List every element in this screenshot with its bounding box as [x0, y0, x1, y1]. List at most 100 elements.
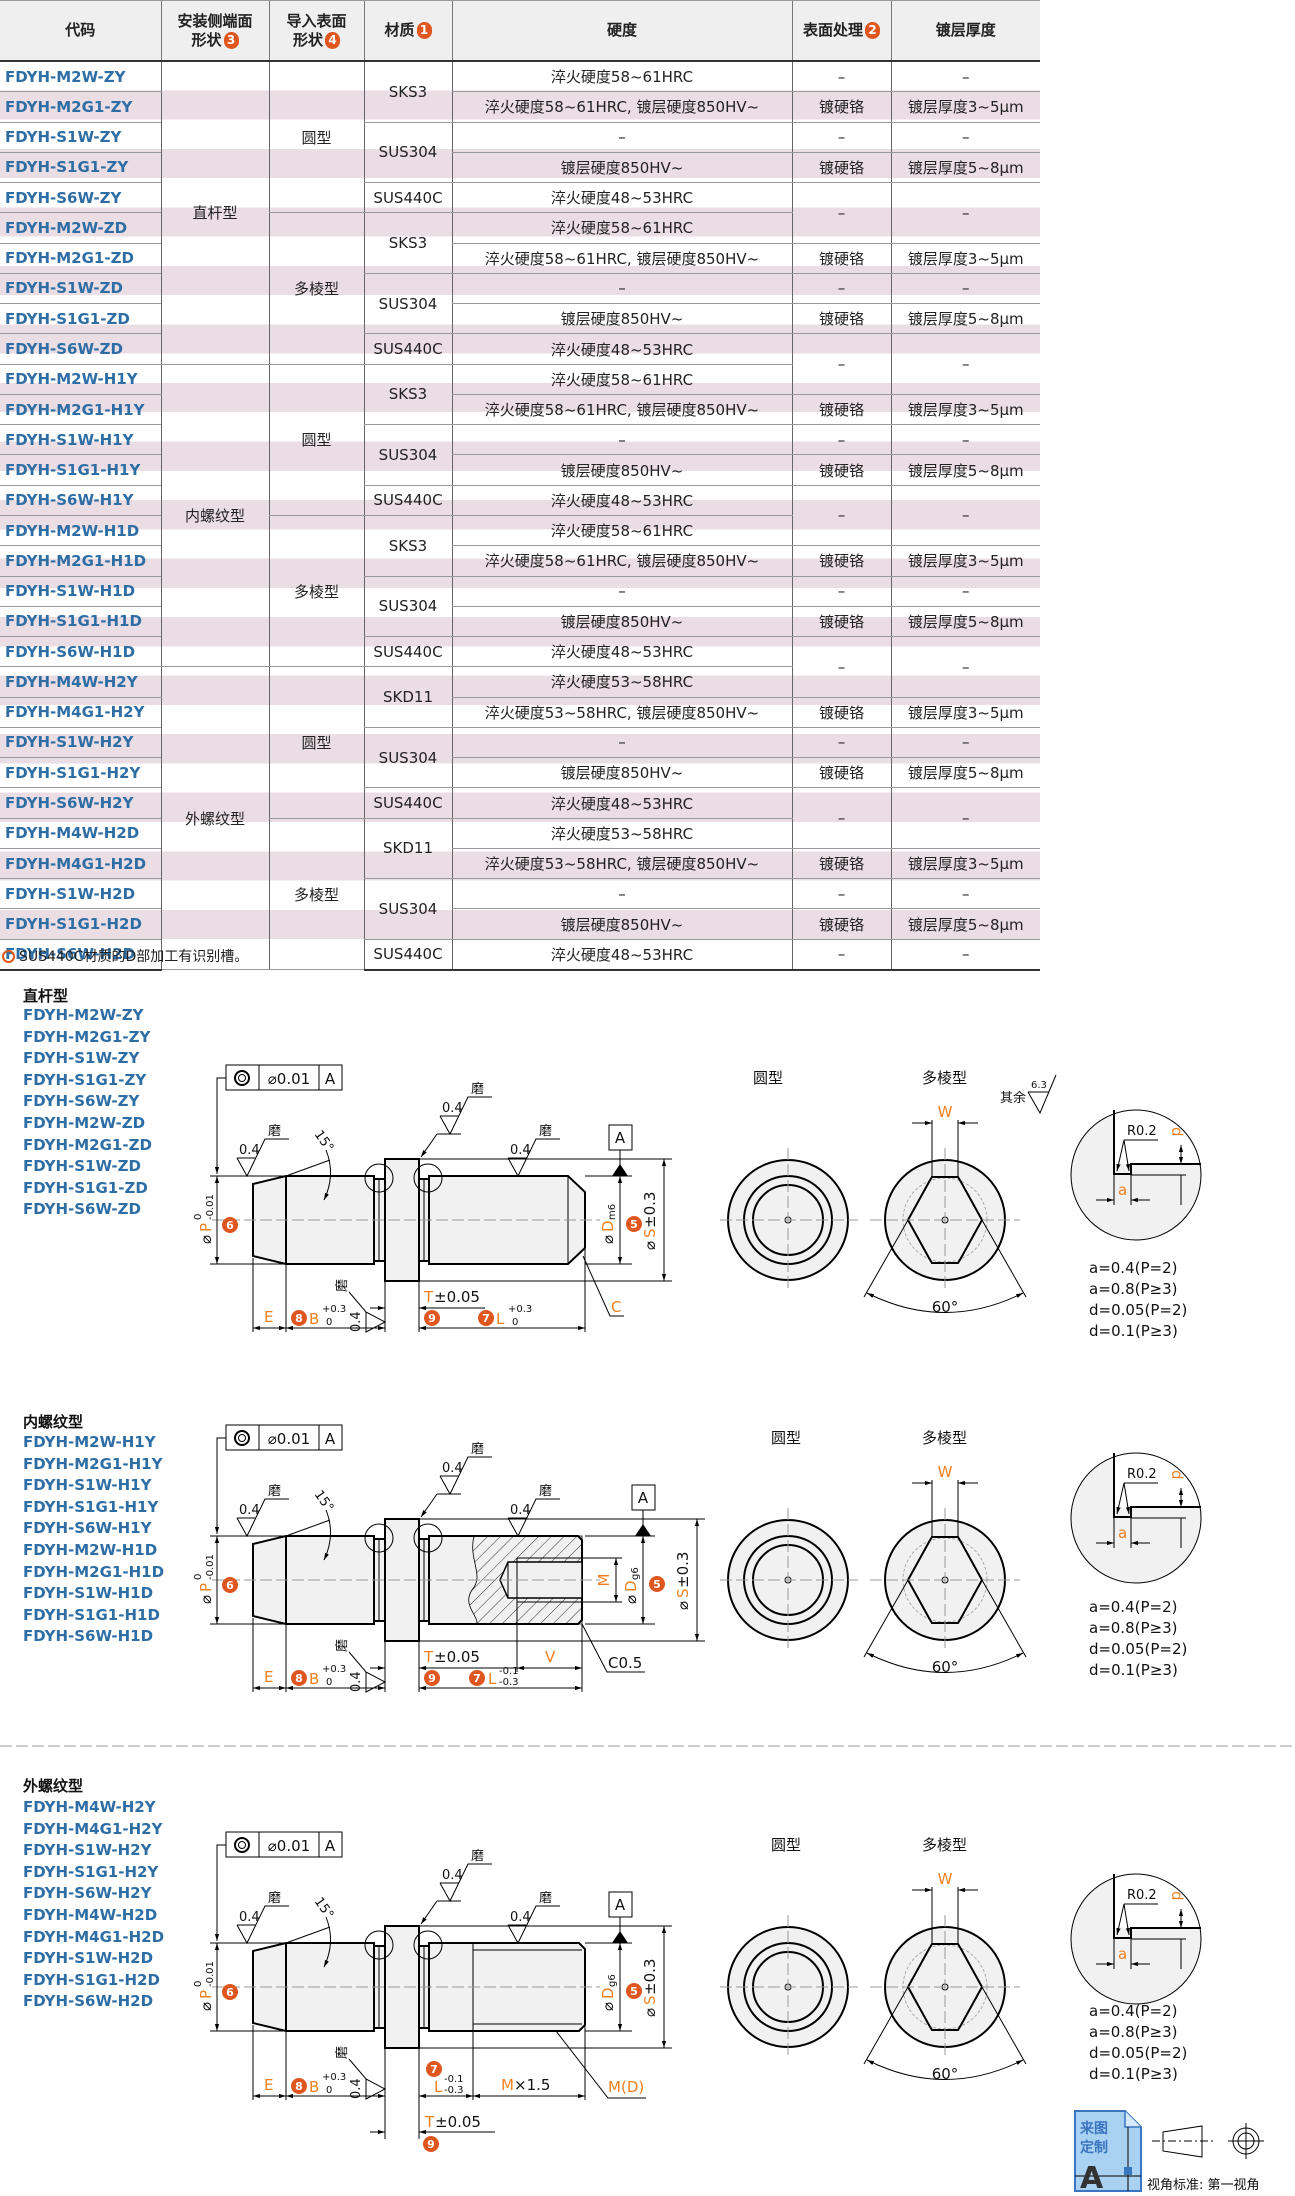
datum-letter: A	[615, 1896, 626, 1914]
product-code-link[interactable]: FDYH-S1W-H2Y	[0, 727, 161, 759]
product-code-link[interactable]: FDYH-M4G1-H2Y	[0, 697, 161, 728]
section-code-link[interactable]: FDYH-S1W-ZD	[23, 1157, 141, 1176]
coating-thickness-cell: –	[890, 424, 1040, 456]
lead-shape-cell: 圆型	[268, 61, 364, 214]
product-code-link[interactable]: FDYH-S1W-ZY	[0, 122, 161, 153]
B-tol-upper: +0.3	[322, 1304, 346, 1315]
product-code-link[interactable]: FDYH-S1G1-ZY	[0, 152, 161, 184]
section-code-link[interactable]: FDYH-M2W-ZY	[23, 1006, 144, 1024]
product-code-link[interactable]: FDYH-M4W-H2Y	[0, 666, 161, 698]
badge-number: 6	[226, 1986, 234, 1999]
grind-note: 磨	[471, 1849, 484, 1864]
product-code-link[interactable]: FDYH-S6W-H1Y	[0, 485, 161, 516]
L-label: L	[488, 1670, 497, 1688]
section-code-link[interactable]: FDYH-S1W-H1D	[23, 1584, 154, 1603]
section-code-link[interactable]: FDYH-S1G1-H1D	[23, 1605, 160, 1624]
product-code-link[interactable]: FDYH-S6W-H2Y	[0, 787, 161, 819]
surface-roughness-symbol: 0.4磨	[236, 1891, 289, 1945]
polygon-type-label: 多棱型	[922, 1429, 967, 1447]
section-code-link[interactable]: FDYH-M4G1-H2D	[23, 1927, 165, 1946]
section-code-link[interactable]: FDYH-S1W-H1Y	[23, 1476, 152, 1495]
T-tol: ±0.05	[434, 1288, 480, 1306]
badge-number: 8	[295, 1312, 303, 1325]
hardness-cell: 淬火硬度58~61HRC, 镀层硬度850HV~	[451, 394, 792, 426]
datum-A: A	[608, 1891, 633, 1943]
section-code-link[interactable]: FDYH-S6W-H2D	[23, 1992, 154, 2011]
product-code-link[interactable]: FDYH-M4W-H2D	[0, 818, 161, 849]
section-code-link[interactable]: FDYH-S1G1-H2D	[23, 1970, 160, 1989]
section-code-link[interactable]: FDYH-M2W-H1D	[23, 1541, 158, 1559]
product-code-link[interactable]: FDYH-S6W-ZY	[0, 182, 161, 214]
surface-treatment-cell: 镀硬铬	[791, 545, 891, 577]
section-code-link[interactable]: FDYH-S6W-H1Y	[23, 1519, 152, 1538]
product-code-link[interactable]: FDYH-S1G1-H1D	[0, 606, 161, 638]
hardness-cell: 淬火硬度58~61HRC, 镀层硬度850HV~	[451, 243, 792, 274]
roughness-value: 0.4	[510, 1503, 531, 1518]
hardness-cell: 淬火硬度48~53HRC	[451, 636, 792, 668]
section-code-link[interactable]: FDYH-S1G1-H1Y	[23, 1497, 159, 1516]
product-code-link[interactable]: FDYH-M2G1-H1Y	[0, 394, 161, 426]
M-label: M	[501, 2076, 514, 2094]
product-code-link[interactable]: FDYH-M2W-ZD	[0, 212, 161, 244]
product-code-link[interactable]: FDYH-S1G1-H1Y	[0, 454, 161, 486]
badge-6: 6	[222, 1217, 238, 1233]
a-label: a	[1118, 1181, 1127, 1199]
product-code-link[interactable]: FDYH-S1G1-ZD	[0, 303, 161, 335]
section-code-link[interactable]: FDYH-M2G1-ZY	[23, 1027, 151, 1046]
badge-9: 9	[424, 1670, 440, 1686]
coating-thickness-cell: –	[890, 878, 1040, 910]
section-code-link[interactable]: FDYH-S1W-ZY	[23, 1049, 140, 1068]
product-code-link[interactable]: FDYH-S1W-H1Y	[0, 424, 161, 456]
hardness-cell: 淬火硬度48~53HRC	[451, 485, 792, 516]
product-code-link[interactable]: FDYH-S1W-H2D	[0, 878, 161, 910]
surface-treatment-cell: –	[791, 787, 891, 849]
section-code-link[interactable]: FDYH-S1W-H2Y	[23, 1841, 152, 1860]
product-code-link[interactable]: FDYH-M2W-ZY	[0, 61, 161, 93]
product-code-link[interactable]: FDYH-M2G1-ZD	[0, 243, 161, 274]
section-code-link[interactable]: FDYH-M4W-H2D	[23, 1906, 158, 1924]
surface-treatment-cell: 镀硬铬	[791, 91, 891, 123]
dia-symbol: ⌀	[599, 2002, 617, 2011]
tolerance-value: ⌀0.01	[268, 1430, 310, 1448]
product-code-link[interactable]: FDYH-S1W-ZD	[0, 273, 161, 305]
product-code-link[interactable]: FDYH-M2G1-ZY	[0, 91, 161, 123]
product-code-link[interactable]: FDYH-S6W-ZD	[0, 333, 161, 365]
section-code-link[interactable]: FDYH-M2W-H1Y	[23, 1433, 156, 1451]
P-tol-upper: 0	[193, 1574, 204, 1580]
section-code-link[interactable]: FDYH-S1G1-ZY	[23, 1070, 147, 1089]
section-code-link[interactable]: FDYH-S6W-ZY	[23, 1092, 140, 1111]
product-code-link[interactable]: FDYH-S6W-H2D	[0, 939, 161, 971]
section-code-link[interactable]: FDYH-S1G1-H2Y	[23, 1862, 159, 1881]
material-cell: SUS440C	[363, 333, 452, 365]
badge-9: 9	[423, 2136, 439, 2152]
badge-number: 5	[630, 1985, 638, 1998]
section-code-link[interactable]: FDYH-S6W-H1D	[23, 1627, 154, 1646]
section-code-link[interactable]: FDYH-M2G1-ZD	[23, 1135, 152, 1154]
product-code-link[interactable]: FDYH-S6W-H1D	[0, 636, 161, 668]
section-code-link[interactable]: FDYH-M4G1-H2Y	[23, 1819, 163, 1838]
section-code-link[interactable]: FDYH-S6W-H2Y	[23, 1884, 152, 1903]
product-code-link[interactable]: FDYH-M2W-H1Y	[0, 364, 161, 395]
T-label: T	[424, 2113, 435, 2131]
section-code-link[interactable]: FDYH-M2G1-H1D	[23, 1562, 165, 1581]
round-end-view	[720, 1508, 858, 1652]
product-code-link[interactable]: FDYH-S1G1-H2Y	[0, 757, 161, 789]
product-code-link[interactable]: FDYH-S1G1-H2D	[0, 908, 161, 940]
section-code-link[interactable]: FDYH-S1W-H2D	[23, 1949, 154, 1968]
hardness-cell: 淬火硬度48~53HRC	[451, 939, 792, 971]
product-code-link[interactable]: FDYH-M2G1-H1D	[0, 545, 161, 577]
section-code-link[interactable]: FDYH-M2W-ZD	[23, 1114, 146, 1132]
lead-shape-cell: 多棱型	[268, 515, 364, 668]
product-code-link[interactable]: FDYH-S1W-H1D	[0, 576, 161, 607]
section-code-link[interactable]: FDYH-S6W-ZD	[23, 1200, 141, 1219]
P-tol-upper: 0	[193, 1981, 204, 1987]
product-code-link[interactable]: FDYH-M2W-H1D	[0, 515, 161, 547]
section-code-link[interactable]: FDYH-M4W-H2Y	[23, 1798, 156, 1816]
section-code-link[interactable]: FDYH-M2G1-H1Y	[23, 1454, 163, 1473]
section-code-link[interactable]: FDYH-S1G1-ZD	[23, 1178, 148, 1197]
product-code-link[interactable]: FDYH-M4G1-H2D	[0, 848, 161, 880]
grind-note: 磨	[268, 1484, 281, 1499]
